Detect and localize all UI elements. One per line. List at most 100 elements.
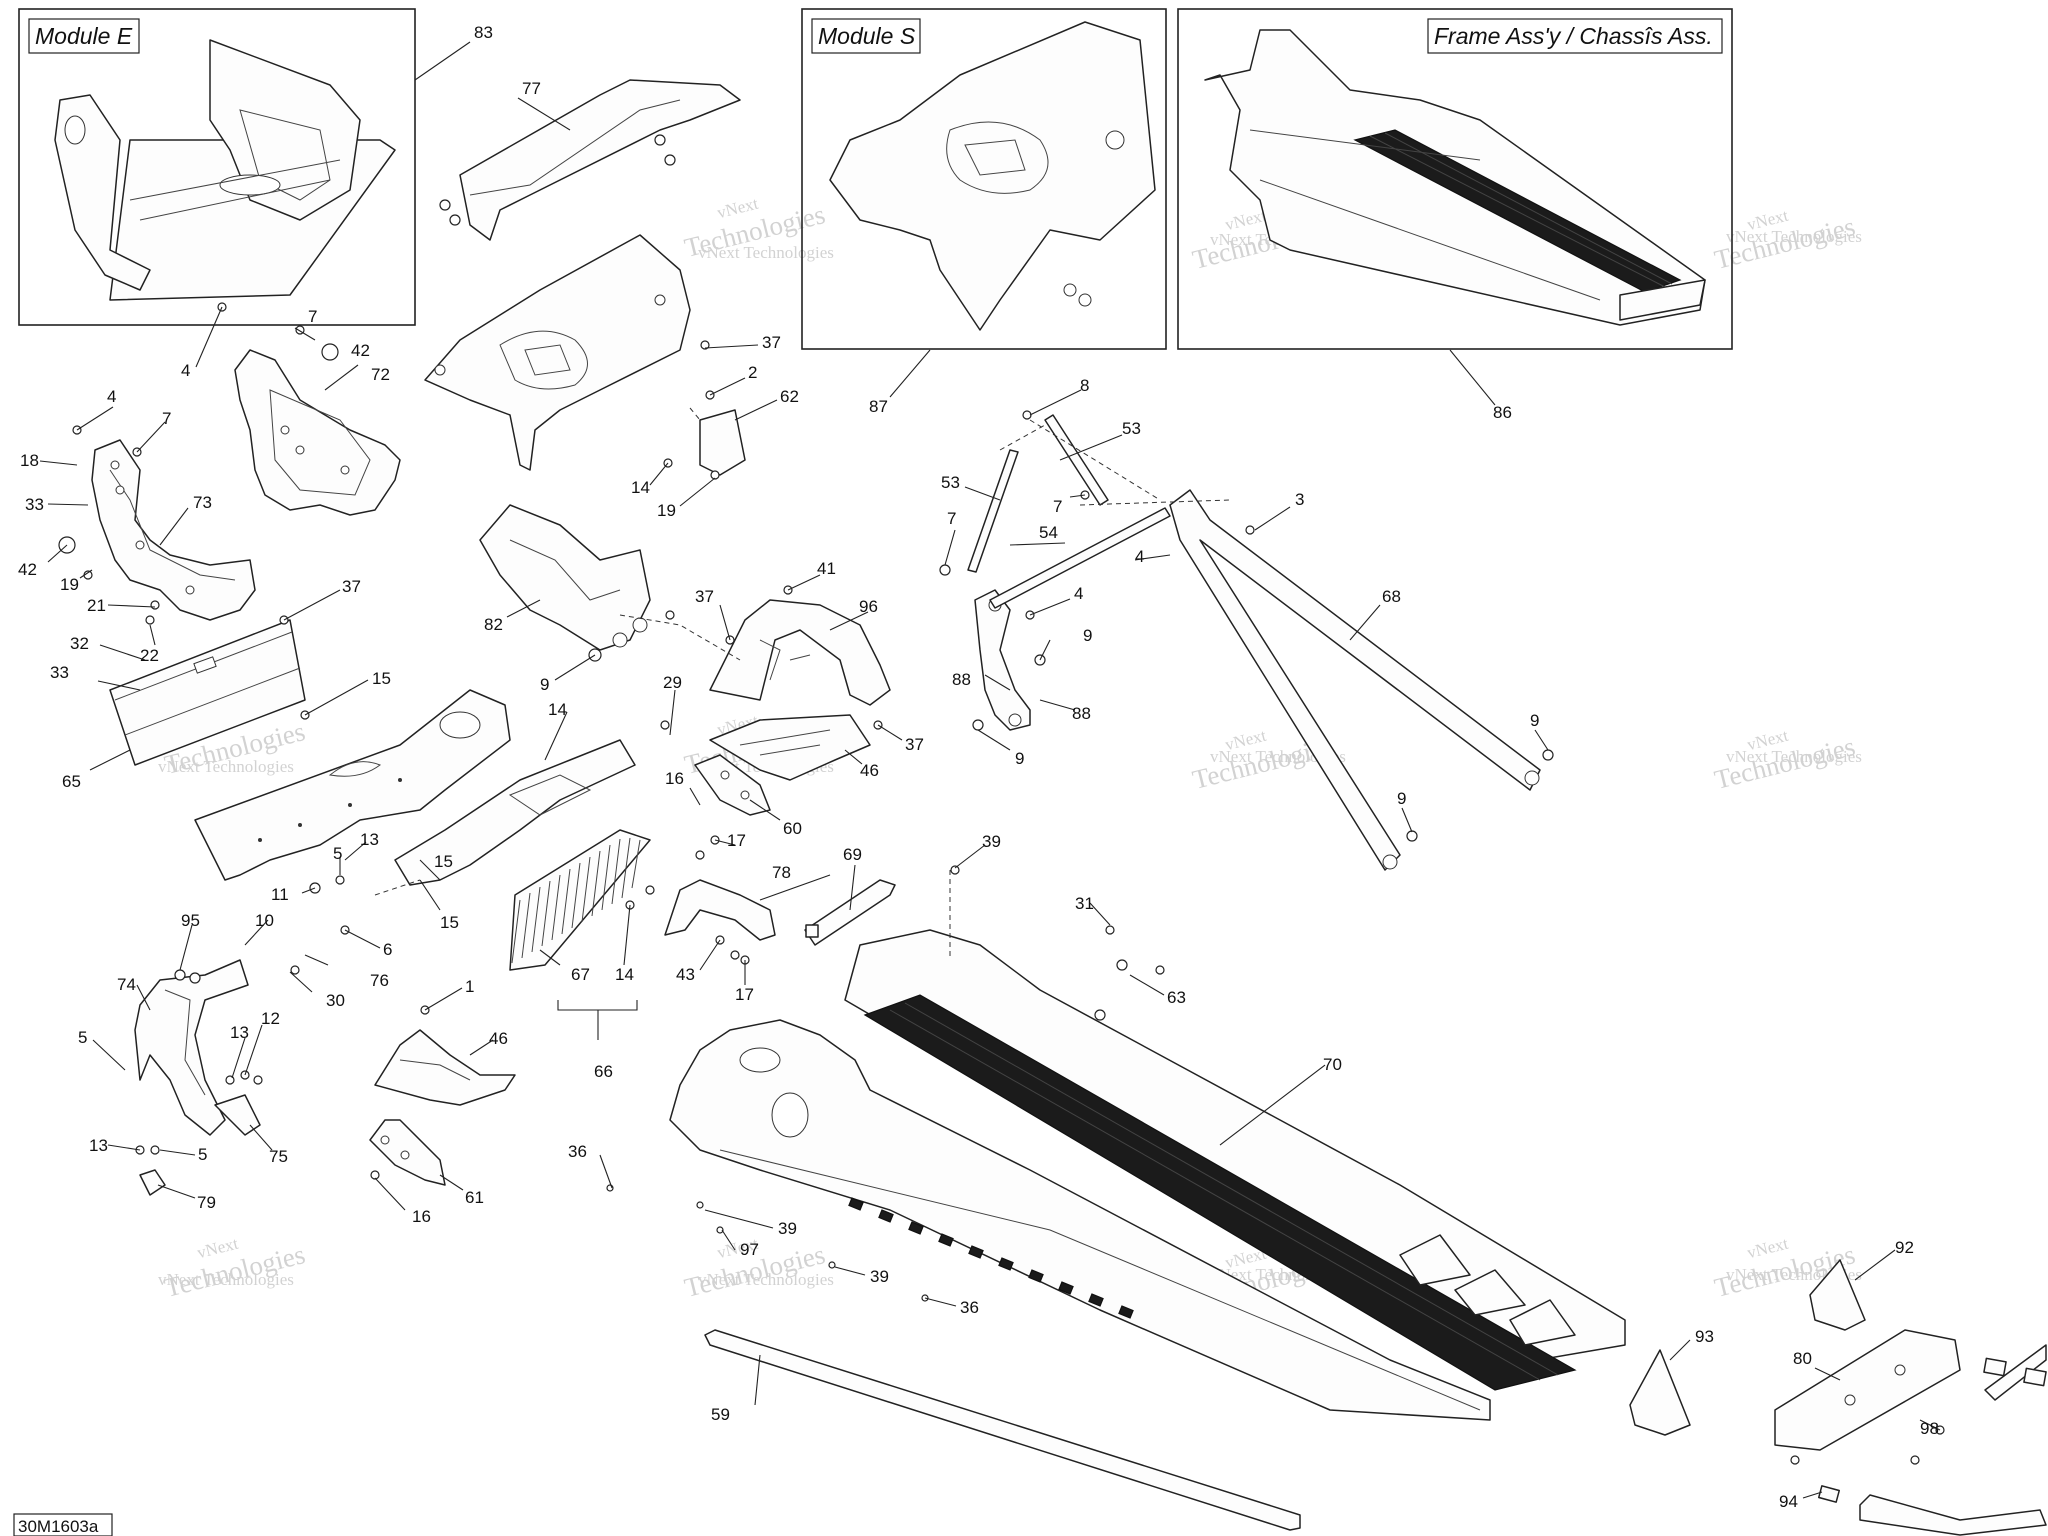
callout-72: 72 <box>371 365 390 384</box>
callout-76: 76 <box>370 971 389 990</box>
part-tunnel-body <box>669 1019 1491 1421</box>
callout-9: 9 <box>1015 749 1024 768</box>
callout-59: 59 <box>711 1405 730 1424</box>
callout-9: 9 <box>1083 626 1092 645</box>
callout-21: 21 <box>87 596 106 615</box>
callout-5: 5 <box>78 1028 87 1047</box>
callout-15: 15 <box>372 669 391 688</box>
callout-7: 7 <box>308 307 317 326</box>
part-69-bracket <box>804 879 896 946</box>
part-92-bracket <box>1809 1259 1866 1331</box>
callout-67: 67 <box>571 965 590 984</box>
leader-lines <box>39 41 1941 1499</box>
assembly-dashed-lines <box>374 407 1231 960</box>
watermark-line3: vNext Technologies <box>1726 747 1862 766</box>
callout-37: 37 <box>905 735 924 754</box>
callout-4: 4 <box>1135 547 1144 566</box>
watermark-line3: vNext Technologies <box>158 757 294 776</box>
callout-36: 36 <box>960 1298 979 1317</box>
module-s-box: Module S <box>801 8 1167 350</box>
callout-82: 82 <box>484 615 503 634</box>
part-54-cross-shaft <box>989 507 1171 609</box>
callout-42: 42 <box>18 560 37 579</box>
callout-5: 5 <box>333 844 342 863</box>
callout-14: 14 <box>615 965 634 984</box>
callout-88: 88 <box>1072 704 1091 723</box>
part-78-bracket <box>664 879 776 941</box>
callout-96: 96 <box>859 597 878 616</box>
callout-5: 5 <box>198 1145 207 1164</box>
callout-41: 41 <box>817 559 836 578</box>
callout-39: 39 <box>982 832 1001 851</box>
callout-87: 87 <box>869 397 888 416</box>
watermark: vNext Technologies <box>161 1234 308 1303</box>
callout-97: 97 <box>740 1240 759 1259</box>
callout-66: 66 <box>594 1062 613 1081</box>
callout-37: 37 <box>762 333 781 352</box>
callout-numbers: 83 77 87 86 4 7 42 72 4 7 18 33 73 42 19… <box>18 23 1939 1511</box>
callout-75: 75 <box>269 1147 288 1166</box>
part-15-belly-pan <box>194 689 511 881</box>
callout-7: 7 <box>1053 497 1062 516</box>
part-end-plug <box>1983 1357 2047 1387</box>
callout-13: 13 <box>89 1136 108 1155</box>
part-93-bracket <box>1629 1349 1691 1436</box>
callout-9: 9 <box>1397 789 1406 808</box>
part-62-bracket <box>699 409 746 476</box>
callout-86: 86 <box>1493 403 1512 422</box>
frame-assembly-sketch <box>1204 29 1706 326</box>
callout-95: 95 <box>181 911 200 930</box>
callout-14: 14 <box>548 700 567 719</box>
callout-15: 15 <box>440 913 459 932</box>
callout-18: 18 <box>20 451 39 470</box>
callout-9: 9 <box>540 675 549 694</box>
callout-4: 4 <box>1074 584 1083 603</box>
callout-94: 94 <box>1779 1492 1798 1511</box>
callout-12: 12 <box>261 1009 280 1028</box>
module-e-label: Module E <box>35 23 133 49</box>
callout-14: 14 <box>631 478 650 497</box>
callout-62: 62 <box>780 387 799 406</box>
part-14-tunnel-cooler-upper <box>394 739 636 886</box>
callout-17: 17 <box>735 985 754 1004</box>
callout-16: 16 <box>412 1207 431 1226</box>
part-59-running-board-strip <box>704 1329 1301 1531</box>
callout-22: 22 <box>140 646 159 665</box>
frame-assembly-frame <box>1177 8 1733 350</box>
callout-80: 80 <box>1793 1349 1812 1368</box>
callout-53: 53 <box>1122 419 1141 438</box>
callout-2: 2 <box>748 363 757 382</box>
callout-17: 17 <box>727 831 746 850</box>
callout-33: 33 <box>50 663 69 682</box>
callout-37: 37 <box>342 577 361 596</box>
callout-36: 36 <box>568 1142 587 1161</box>
module-s-tag <box>811 18 921 54</box>
callout-43: 43 <box>676 965 695 984</box>
callout-13: 13 <box>230 1023 249 1042</box>
frame-assembly-tag <box>1427 18 1723 54</box>
part-46-footrest-upper <box>709 714 871 781</box>
part-96-bracket <box>709 599 891 706</box>
tunnel-cutouts <box>848 1197 1134 1319</box>
part-46-footrest-lower <box>374 1029 516 1106</box>
callout-9: 9 <box>1530 711 1539 730</box>
watermark: vNext Technologies <box>681 1234 828 1303</box>
part-module-s-bulkhead <box>424 234 691 471</box>
figure-code: 30M1603a <box>18 1517 99 1536</box>
callout-39: 39 <box>870 1267 889 1286</box>
group-bracket-66 <box>557 1000 638 1040</box>
module-e-tag <box>28 18 140 54</box>
callout-30: 30 <box>326 991 345 1010</box>
part-73-front-bulkhead-left <box>91 439 256 621</box>
module-e-sketch <box>54 39 396 301</box>
callout-83: 83 <box>474 23 493 42</box>
callout-53: 53 <box>941 473 960 492</box>
callout-32: 32 <box>70 634 89 653</box>
callout-10: 10 <box>255 911 274 930</box>
callout-77: 77 <box>522 79 541 98</box>
callout-73: 73 <box>193 493 212 512</box>
heat-exchanger-fins <box>511 837 641 964</box>
part-82-bracket <box>479 504 651 651</box>
callout-15: 15 <box>434 852 453 871</box>
watermark-line3: vNext Technologies <box>698 243 834 262</box>
